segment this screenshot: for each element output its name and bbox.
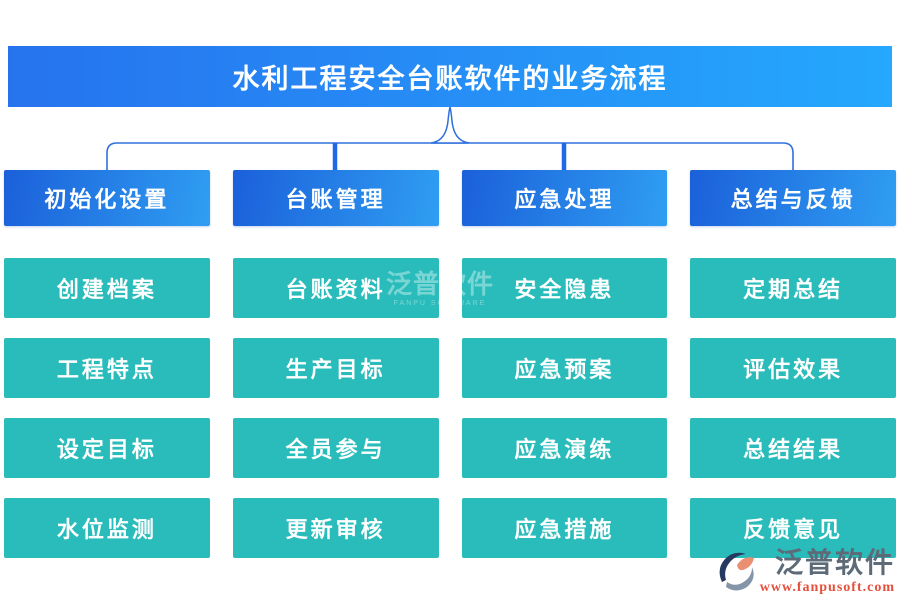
flow-node-label: 应急预案 — [514, 357, 615, 382]
flow-node: 工程特点 — [4, 338, 210, 398]
column-header-initial-setup: 初始化设置 — [4, 170, 210, 226]
column-header-summary-feedback: 总结与反馈 — [690, 170, 896, 226]
flow-node: 水位监测 — [4, 498, 210, 558]
flow-node: 生产目标 — [232, 338, 439, 398]
title-banner: 水利工程安全台账软件的业务流程 — [8, 46, 892, 107]
flow-node: 更新审核 — [232, 498, 439, 558]
flow-node-label: 全员参与 — [285, 437, 386, 462]
vendor-name: 泛普软件 — [774, 548, 895, 579]
column-headers-row: 初始化设置 台账管理 应急处理 总结与反馈 — [4, 170, 896, 226]
flow-node-label: 创建档案 — [56, 277, 157, 302]
column-header-label: 应急处理 — [514, 187, 615, 212]
flow-node-label: 生产目标 — [285, 357, 386, 382]
page-title: 水利工程安全台账软件的业务流程 — [232, 64, 668, 94]
connector-lines — [106, 107, 794, 170]
flow-node: 总结结果 — [690, 418, 896, 478]
column-header-label: 台账管理 — [285, 187, 386, 212]
flow-node-label: 总结结果 — [743, 437, 844, 462]
flow-node: 应急演练 — [461, 418, 668, 478]
flow-node: 反馈意见 — [690, 498, 896, 558]
flow-node-label: 应急演练 — [514, 437, 615, 462]
flow-node: 创建档案 — [4, 258, 210, 318]
flow-node-label: 工程特点 — [56, 357, 157, 382]
flow-node-label: 安全隐患 — [514, 277, 615, 302]
fanpu-logo-icon — [719, 552, 754, 591]
flow-node: 全员参与 — [232, 418, 439, 478]
flow-node-label: 评估效果 — [743, 357, 844, 382]
flow-node-label: 反馈意见 — [743, 517, 844, 542]
vendor-logo-text: 泛普软件 www.fanpusoft.com — [760, 550, 895, 595]
flow-node: 应急措施 — [461, 498, 668, 558]
flow-node: 安全隐患 — [461, 258, 668, 318]
flow-node-label: 水位监测 — [56, 517, 157, 542]
flow-node-label: 应急措施 — [514, 517, 615, 542]
flow-node: 设定目标 — [4, 418, 210, 478]
branch-bracket-line — [106, 142, 794, 170]
column-header-emergency-handling: 应急处理 — [461, 170, 668, 226]
flow-node: 评估效果 — [690, 338, 896, 398]
flow-node-grid: 创建档案 台账资料 安全隐患 定期总结 工程特点 生产目标 应急预案 评估效果 … — [4, 258, 896, 558]
flow-node: 台账资料 — [232, 258, 439, 318]
flow-node-label: 设定目标 — [56, 437, 157, 462]
column-header-ledger-management: 台账管理 — [232, 170, 439, 226]
flow-node-label: 定期总结 — [743, 277, 844, 302]
trunk-spike-line — [430, 107, 470, 144]
flow-node-label: 更新审核 — [285, 517, 386, 542]
vendor-logo: 泛普软件 www.fanpusoft.com — [714, 550, 895, 595]
column-header-label: 总结与反馈 — [730, 187, 856, 212]
column-header-label: 初始化设置 — [44, 187, 170, 212]
flow-node: 应急预案 — [461, 338, 668, 398]
flow-node-label: 台账资料 — [285, 277, 386, 302]
vendor-url: www.fanpusoft.com — [759, 580, 895, 595]
flow-node: 定期总结 — [690, 258, 896, 318]
